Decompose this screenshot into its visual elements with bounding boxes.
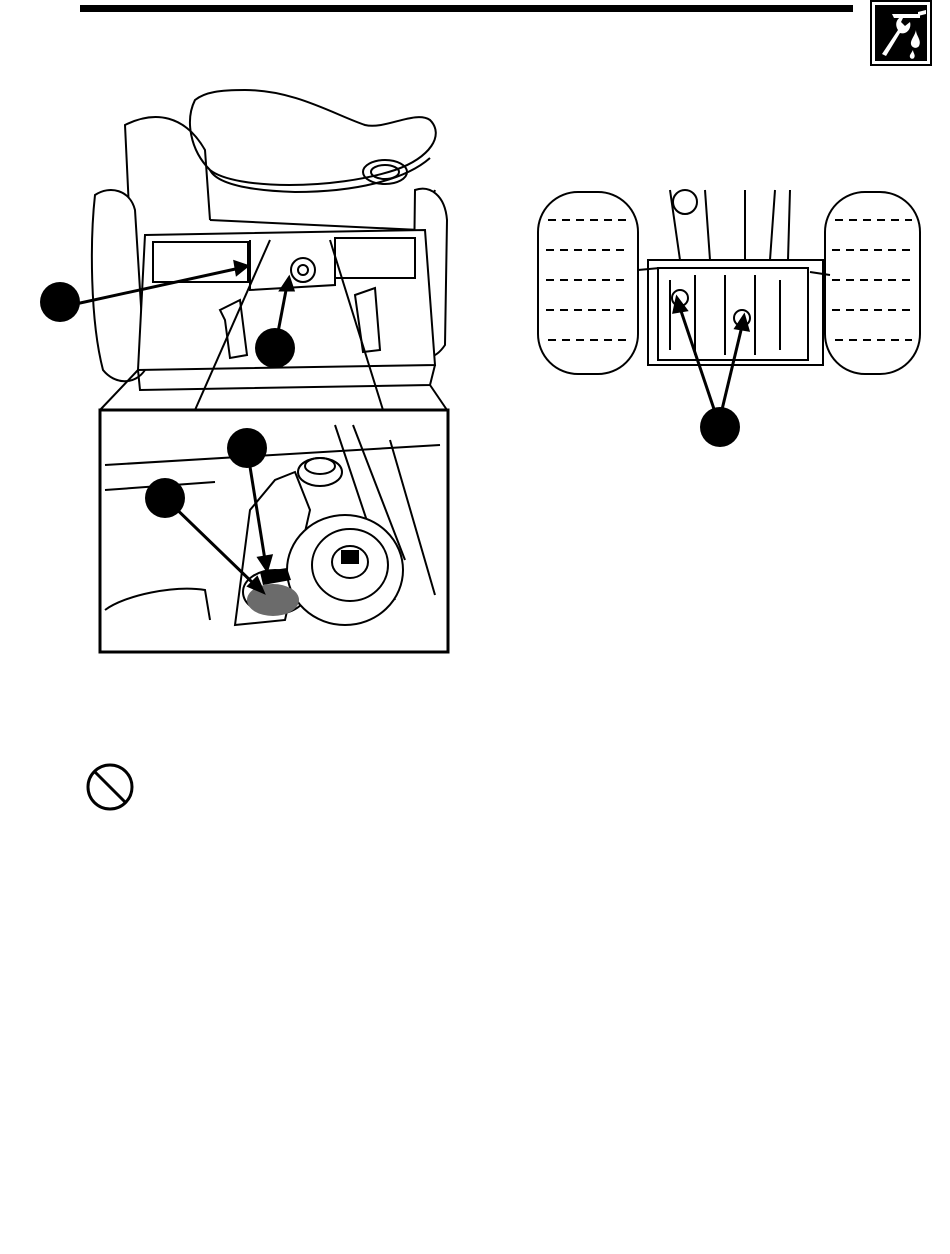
- callout-circle: [255, 328, 295, 368]
- tractor-rear-figure: [35, 80, 460, 660]
- callout-circle: [227, 428, 267, 468]
- callout-circle: [40, 282, 80, 322]
- maintenance-wrench-oil-icon: [870, 0, 932, 66]
- callout-circle: [145, 478, 185, 518]
- prohibition-icon: [85, 762, 135, 812]
- callout-circle: [700, 407, 740, 447]
- header-rule: [80, 5, 853, 12]
- transmission-underside-figure: [520, 180, 925, 455]
